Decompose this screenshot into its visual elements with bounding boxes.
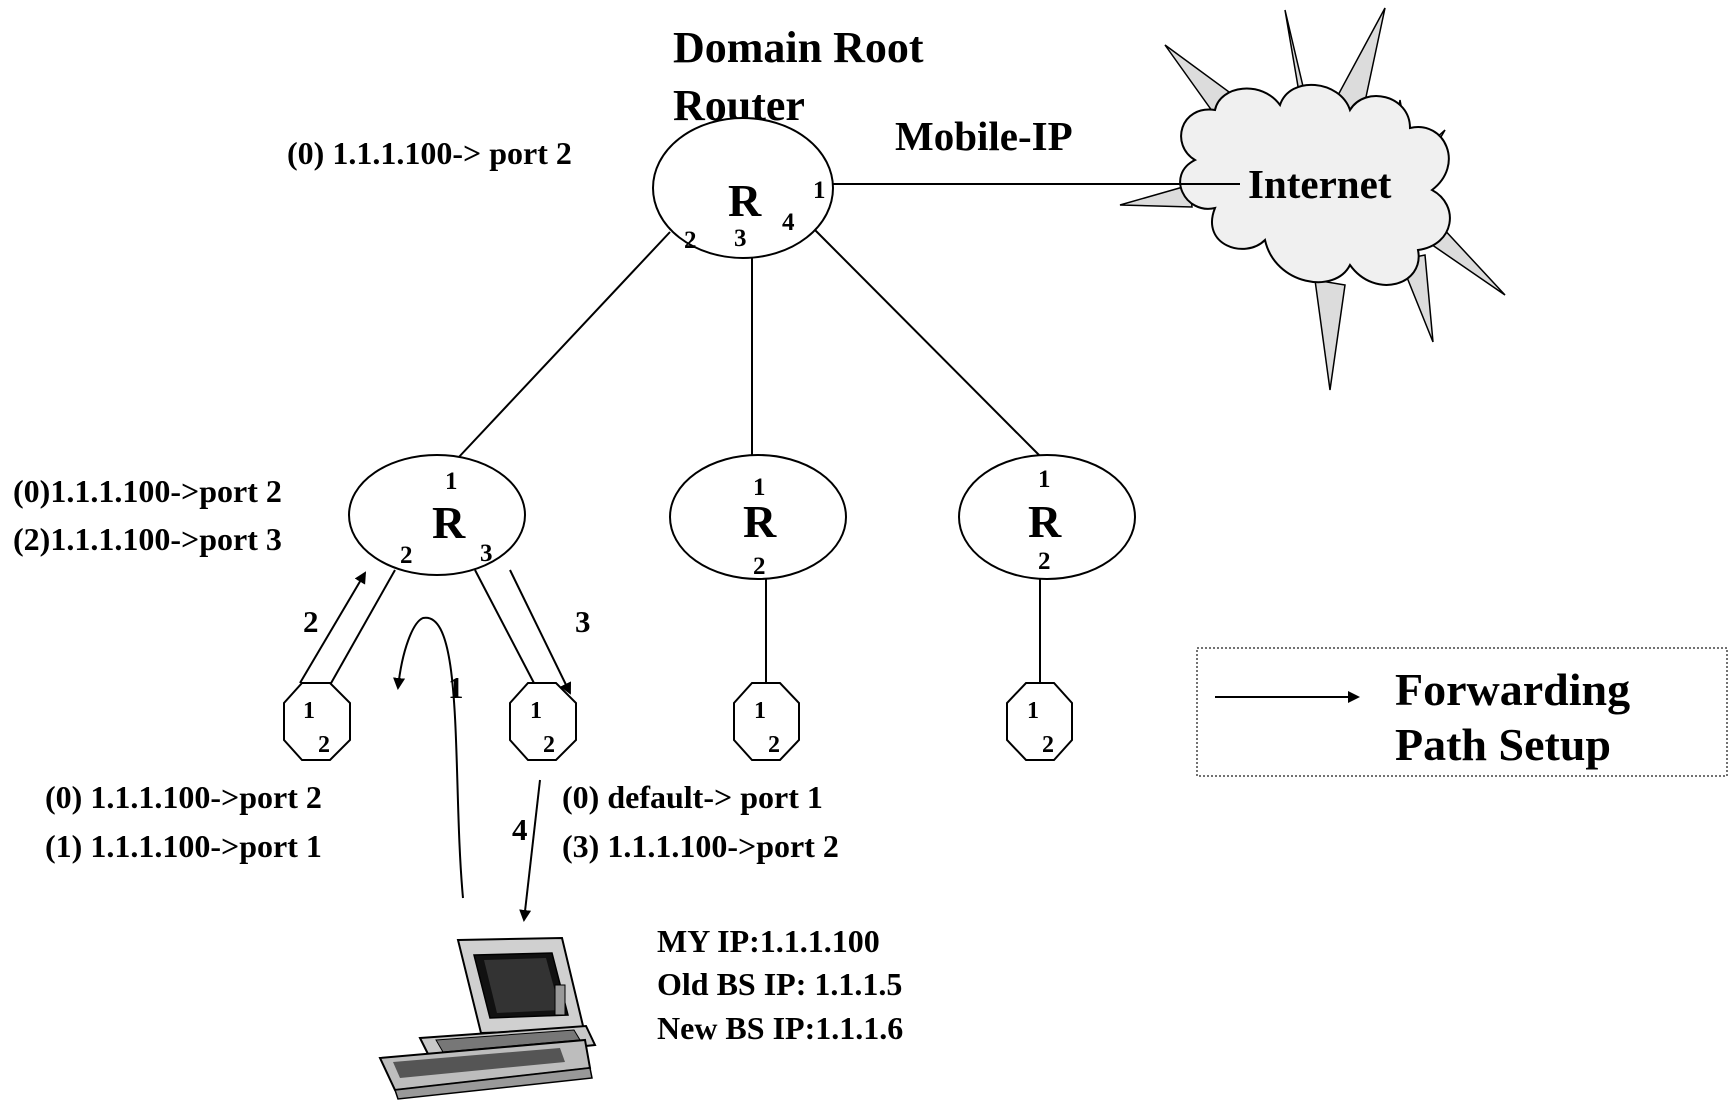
router-3: 1 R 2 [958,454,1136,580]
host-info-new-bs: New BS IP:1.1.1.6 [657,1010,903,1046]
title-line-1: Domain Root [673,23,924,72]
base-station-2: 1 2 [509,682,577,761]
base-station-4: 1 2 [1006,682,1073,761]
bs-1-route-1: (0) 1.1.1.100->port 2 [45,779,322,815]
root-route-entry: (0) 1.1.1.100-> port 2 [287,135,572,171]
router-2-label: R [743,496,777,547]
bs-2-route-1: (0) default-> port 1 [562,779,823,815]
router-1-route-1: (0)1.1.1.100->port 2 [13,473,282,509]
step-3-label: 3 [575,604,591,639]
root-router: R 1 2 3 4 [652,117,834,259]
router-1-port-1: 1 [445,468,458,495]
step-4-label: 4 [512,812,528,847]
router-2-port-1: 1 [753,474,766,501]
root-port-3: 3 [734,225,747,252]
step-1-arrow [393,616,464,899]
router-1-port-3: 3 [480,540,493,567]
base-station-1: 1 2 [283,682,351,761]
router-2: 1 R 2 [669,454,847,580]
bs-3-port-2: 2 [768,732,780,758]
router-1-route-2: (2)1.1.1.100->port 3 [13,521,282,557]
root-port-1: 1 [813,177,826,204]
router-3-port-2: 2 [1038,548,1051,575]
router-1: 1 R 2 3 [348,454,526,576]
root-router-label: R [728,175,762,226]
router-3-label: R [1028,496,1062,547]
bs-2-port-1: 1 [530,698,542,724]
cloud-icon: Internet [1119,7,1506,391]
link-root-router-3 [814,229,1041,457]
base-station-3: 1 2 [733,682,800,761]
root-port-4: 4 [782,209,795,236]
router-1-label: R [432,497,466,548]
laptop-icon [378,936,597,1100]
mobile-ip-label: Mobile-IP [895,113,1073,159]
router-1-port-2: 2 [400,542,413,569]
bs-3-port-1: 1 [754,698,766,724]
step-4-arrow [519,779,541,922]
step-2-label: 2 [303,604,319,639]
bs-1-port-2: 2 [318,732,330,758]
root-port-2: 2 [684,227,697,254]
step-2-arrow [299,571,367,684]
link-router-1-bs-2 [474,569,536,686]
link-router-1-bs-1 [329,569,396,686]
legend: Forwarding Path Setup [1196,647,1728,777]
bs-2-port-2: 2 [543,732,555,758]
host-info-old-bs: Old BS IP: 1.1.1.5 [657,966,902,1002]
bs-4-port-1: 1 [1027,698,1039,724]
router-2-port-2: 2 [753,553,766,580]
bs-2-route-2: (3) 1.1.1.100->port 2 [562,828,839,864]
link-root-router-1 [457,231,671,459]
step-1-label: 1 [448,670,464,705]
bs-1-route-2: (1) 1.1.1.100->port 1 [45,828,322,864]
bs-4-port-2: 2 [1042,732,1054,758]
bs-1-port-1: 1 [303,698,315,724]
router-3-port-1: 1 [1038,466,1051,493]
legend-line-2: Path Setup [1395,719,1611,770]
legend-line-1: Forwarding [1395,664,1630,715]
host-info-my-ip: MY IP:1.1.1.100 [657,923,880,959]
internet-label: Internet [1248,161,1392,207]
step-3-arrow [509,569,572,695]
